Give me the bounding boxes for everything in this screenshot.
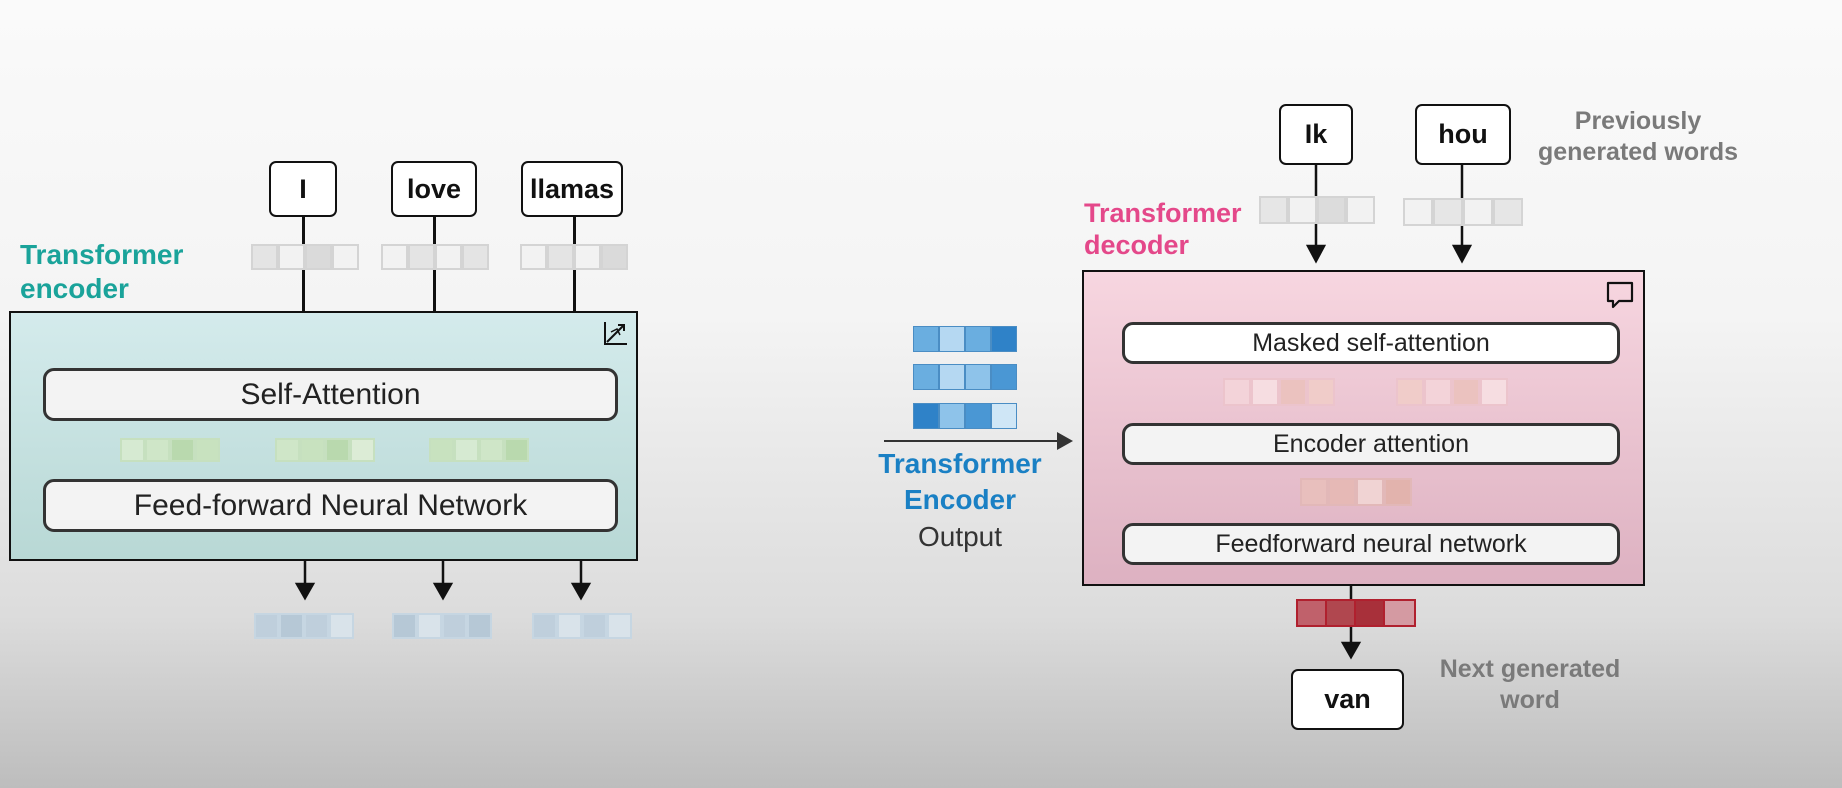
previous-words-caption-line2: generated words <box>1537 138 1739 167</box>
encoder-hidden-3 <box>429 438 529 462</box>
encoder-token-love: love <box>391 161 477 217</box>
encoder-output-vector-2 <box>392 613 492 639</box>
encoder-output-label-line1: Transformer <box>878 448 1042 479</box>
decoder-title-line1: Transformer <box>1084 198 1242 228</box>
decoder-output-token-van: van <box>1291 669 1404 730</box>
encoder-block: Self-Attention Feed-forward Neural Netwo… <box>9 311 638 561</box>
context-vector-3 <box>913 403 1017 429</box>
decoder-token-hou: hou <box>1415 104 1511 165</box>
masked-self-attention-layer: Masked self-attention <box>1122 322 1620 364</box>
encoder-ffnn-layer: Feed-forward Neural Network <box>43 479 618 532</box>
decoder-block: Masked self-attention Encoder attention … <box>1082 270 1645 586</box>
encoder-output-label: Transformer Encoder Output <box>860 446 1060 555</box>
speech-bubble-icon <box>1605 280 1635 315</box>
encoder-hidden-2 <box>275 438 375 462</box>
encoder-embedding-2 <box>381 244 489 270</box>
encoder-output-vector-3 <box>532 613 632 639</box>
decoder-ffnn-layer: Feedforward neural network <box>1122 523 1620 565</box>
encoder-output-label-line3: Output <box>917 520 1003 552</box>
context-vector-1 <box>913 326 1017 352</box>
decoder-token-ik: Ik <box>1279 104 1353 165</box>
next-word-caption-line2: word <box>1500 686 1560 715</box>
decoder-title: Transformer decoder <box>1084 197 1242 262</box>
encoder-embedding-1 <box>251 244 359 270</box>
expand-arrows-icon <box>602 319 630 352</box>
next-word-caption: Next generated word <box>1420 654 1640 717</box>
decoder-embedding-2 <box>1403 198 1523 226</box>
self-attention-layer: Self-Attention <box>43 368 618 421</box>
next-word-caption-line1: Next generated <box>1439 655 1621 683</box>
encoder-output-vector-1 <box>254 613 354 639</box>
encoder-attention-layer: Encoder attention <box>1122 423 1620 465</box>
decoder-embedding-1 <box>1259 196 1375 224</box>
encoder-title-line1: Transformer <box>20 239 184 270</box>
previous-words-caption: Previously generated words <box>1528 106 1748 169</box>
encoder-title-line2: encoder <box>20 272 129 304</box>
previous-words-caption-line1: Previously <box>1574 107 1702 135</box>
decoder-title-line2: decoder <box>1084 230 1190 261</box>
encoder-token-i: I <box>269 161 337 217</box>
context-vector-2 <box>913 364 1017 390</box>
encoder-embedding-3 <box>520 244 628 270</box>
decoder-hidden-3 <box>1300 478 1412 506</box>
encoder-title: Transformer encoder <box>20 238 183 305</box>
decoder-hidden-2 <box>1396 378 1508 406</box>
decoder-output-vector <box>1296 599 1416 627</box>
decoder-hidden-1 <box>1223 378 1335 406</box>
encoder-token-llamas: llamas <box>521 161 623 217</box>
encoder-output-label-line2: Encoder <box>903 484 1017 516</box>
encoder-hidden-1 <box>120 438 220 462</box>
